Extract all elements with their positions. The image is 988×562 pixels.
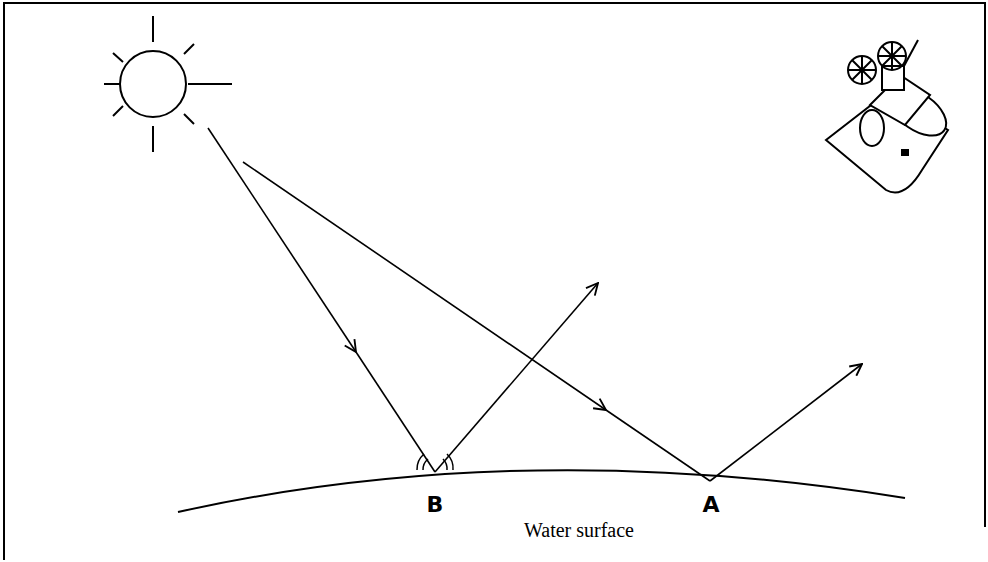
frame — [4, 3, 985, 560]
point-label: B — [427, 493, 444, 517]
satellite — [826, 40, 955, 193]
sun — [104, 16, 232, 152]
water-surface — [178, 470, 905, 512]
point-label: A — [702, 493, 719, 517]
light-rays — [208, 128, 862, 481]
surface-label: Water surface — [524, 519, 634, 541]
angle-arcs — [417, 454, 453, 470]
